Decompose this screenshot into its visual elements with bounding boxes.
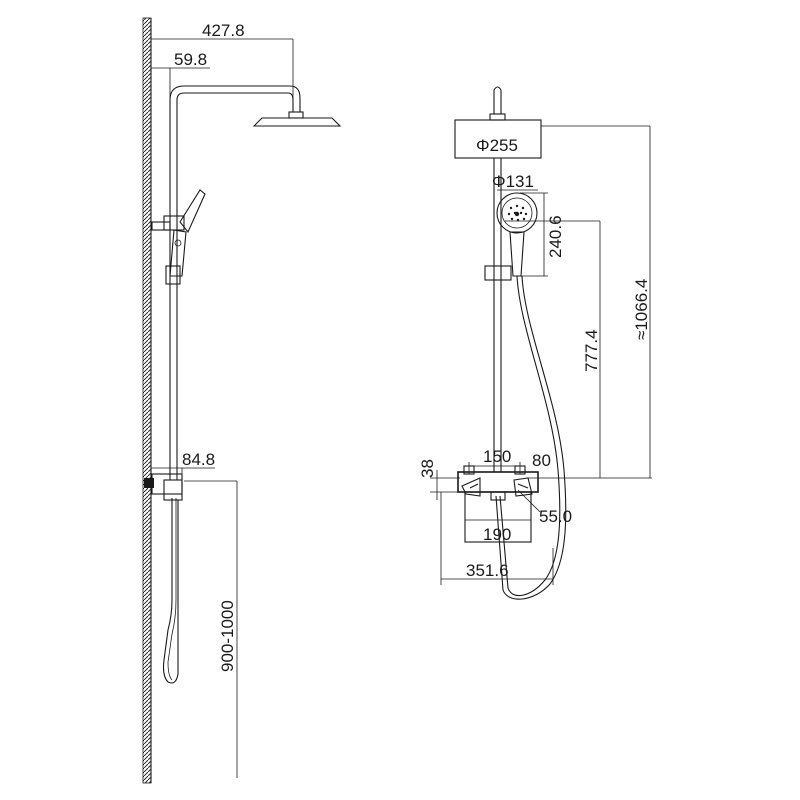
dim-mixer-width: 190 bbox=[465, 519, 531, 544]
dim-handle-size: 55.0 bbox=[517, 489, 572, 526]
dim-text-arm-reach: 427.8 bbox=[202, 21, 245, 40]
mixer-outlet bbox=[490, 491, 506, 501]
hand-shower-head-side bbox=[179, 189, 206, 234]
rail-front bbox=[493, 158, 502, 472]
mixer-shelf bbox=[464, 491, 532, 543]
mixer-right-handle bbox=[513, 477, 533, 497]
hose-side bbox=[162, 498, 179, 684]
rain-head-side bbox=[252, 117, 342, 127]
hand-shower-front bbox=[496, 192, 538, 277]
side-view: 427.8 59.8 84.8 900-1000 bbox=[142, 17, 342, 784]
slide-holder-front bbox=[484, 265, 512, 281]
overhead-arm bbox=[169, 85, 301, 112]
slide-bracket bbox=[151, 221, 171, 231]
dim-total-height: ≈1066.4 bbox=[527, 125, 652, 479]
dim-text-wall-offset: 59.8 bbox=[174, 50, 207, 69]
dim-text-rail-length: 777.4 bbox=[582, 329, 601, 372]
hose-front bbox=[495, 275, 567, 600]
mixer-front bbox=[457, 465, 539, 501]
front-view: Φ255 bbox=[418, 86, 652, 600]
dim-arm-reach: 427.8 bbox=[151, 21, 294, 112]
dim-text-head-diameter: Φ255 bbox=[476, 136, 518, 155]
dim-text-shelf-width: 351.6 bbox=[466, 561, 509, 580]
wall-hatch bbox=[142, 17, 152, 784]
riser-pipe bbox=[169, 100, 178, 480]
dim-text-hand-diameter: Φ131 bbox=[492, 172, 534, 191]
dim-text-total-height: ≈1066.4 bbox=[632, 279, 651, 340]
dim-wall-offset: 59.8 bbox=[151, 50, 210, 100]
dim-text-handle-size: 55.0 bbox=[539, 507, 572, 526]
dim-shelf-width: 351.6 bbox=[440, 492, 554, 585]
dim-text-mixer-width: 190 bbox=[483, 525, 511, 544]
dim-outlet-height: 900-1000 bbox=[184, 480, 238, 778]
mixer-wall-bracket bbox=[144, 478, 154, 488]
dim-text-inlet-height: 80 bbox=[532, 451, 551, 470]
dim-mixer-depth: 38 bbox=[418, 459, 460, 500]
arm-top-stub bbox=[489, 86, 506, 121]
dim-hand-diameter: Φ131 bbox=[492, 172, 538, 191]
dim-text-mixer-offset: 84.8 bbox=[182, 450, 215, 469]
dim-mixer-offset: 84.8 bbox=[151, 450, 215, 474]
dim-text-center-distance: 150 bbox=[483, 447, 511, 466]
head-connector bbox=[288, 111, 304, 119]
dim-text-mixer-depth: 38 bbox=[418, 459, 437, 478]
mixer-left-handle bbox=[461, 477, 481, 497]
dim-hand-length: 240.6 bbox=[520, 192, 565, 277]
dim-center-distance: 150 bbox=[468, 447, 521, 474]
rain-head-front bbox=[454, 119, 542, 159]
dim-text-outlet-height: 900-1000 bbox=[218, 600, 237, 672]
rail-holder-lower bbox=[165, 265, 181, 285]
dim-rail-length: 777.4 bbox=[505, 220, 601, 478]
dim-text-hand-length: 240.6 bbox=[546, 215, 565, 258]
hand-shower-handle-side bbox=[169, 229, 187, 277]
